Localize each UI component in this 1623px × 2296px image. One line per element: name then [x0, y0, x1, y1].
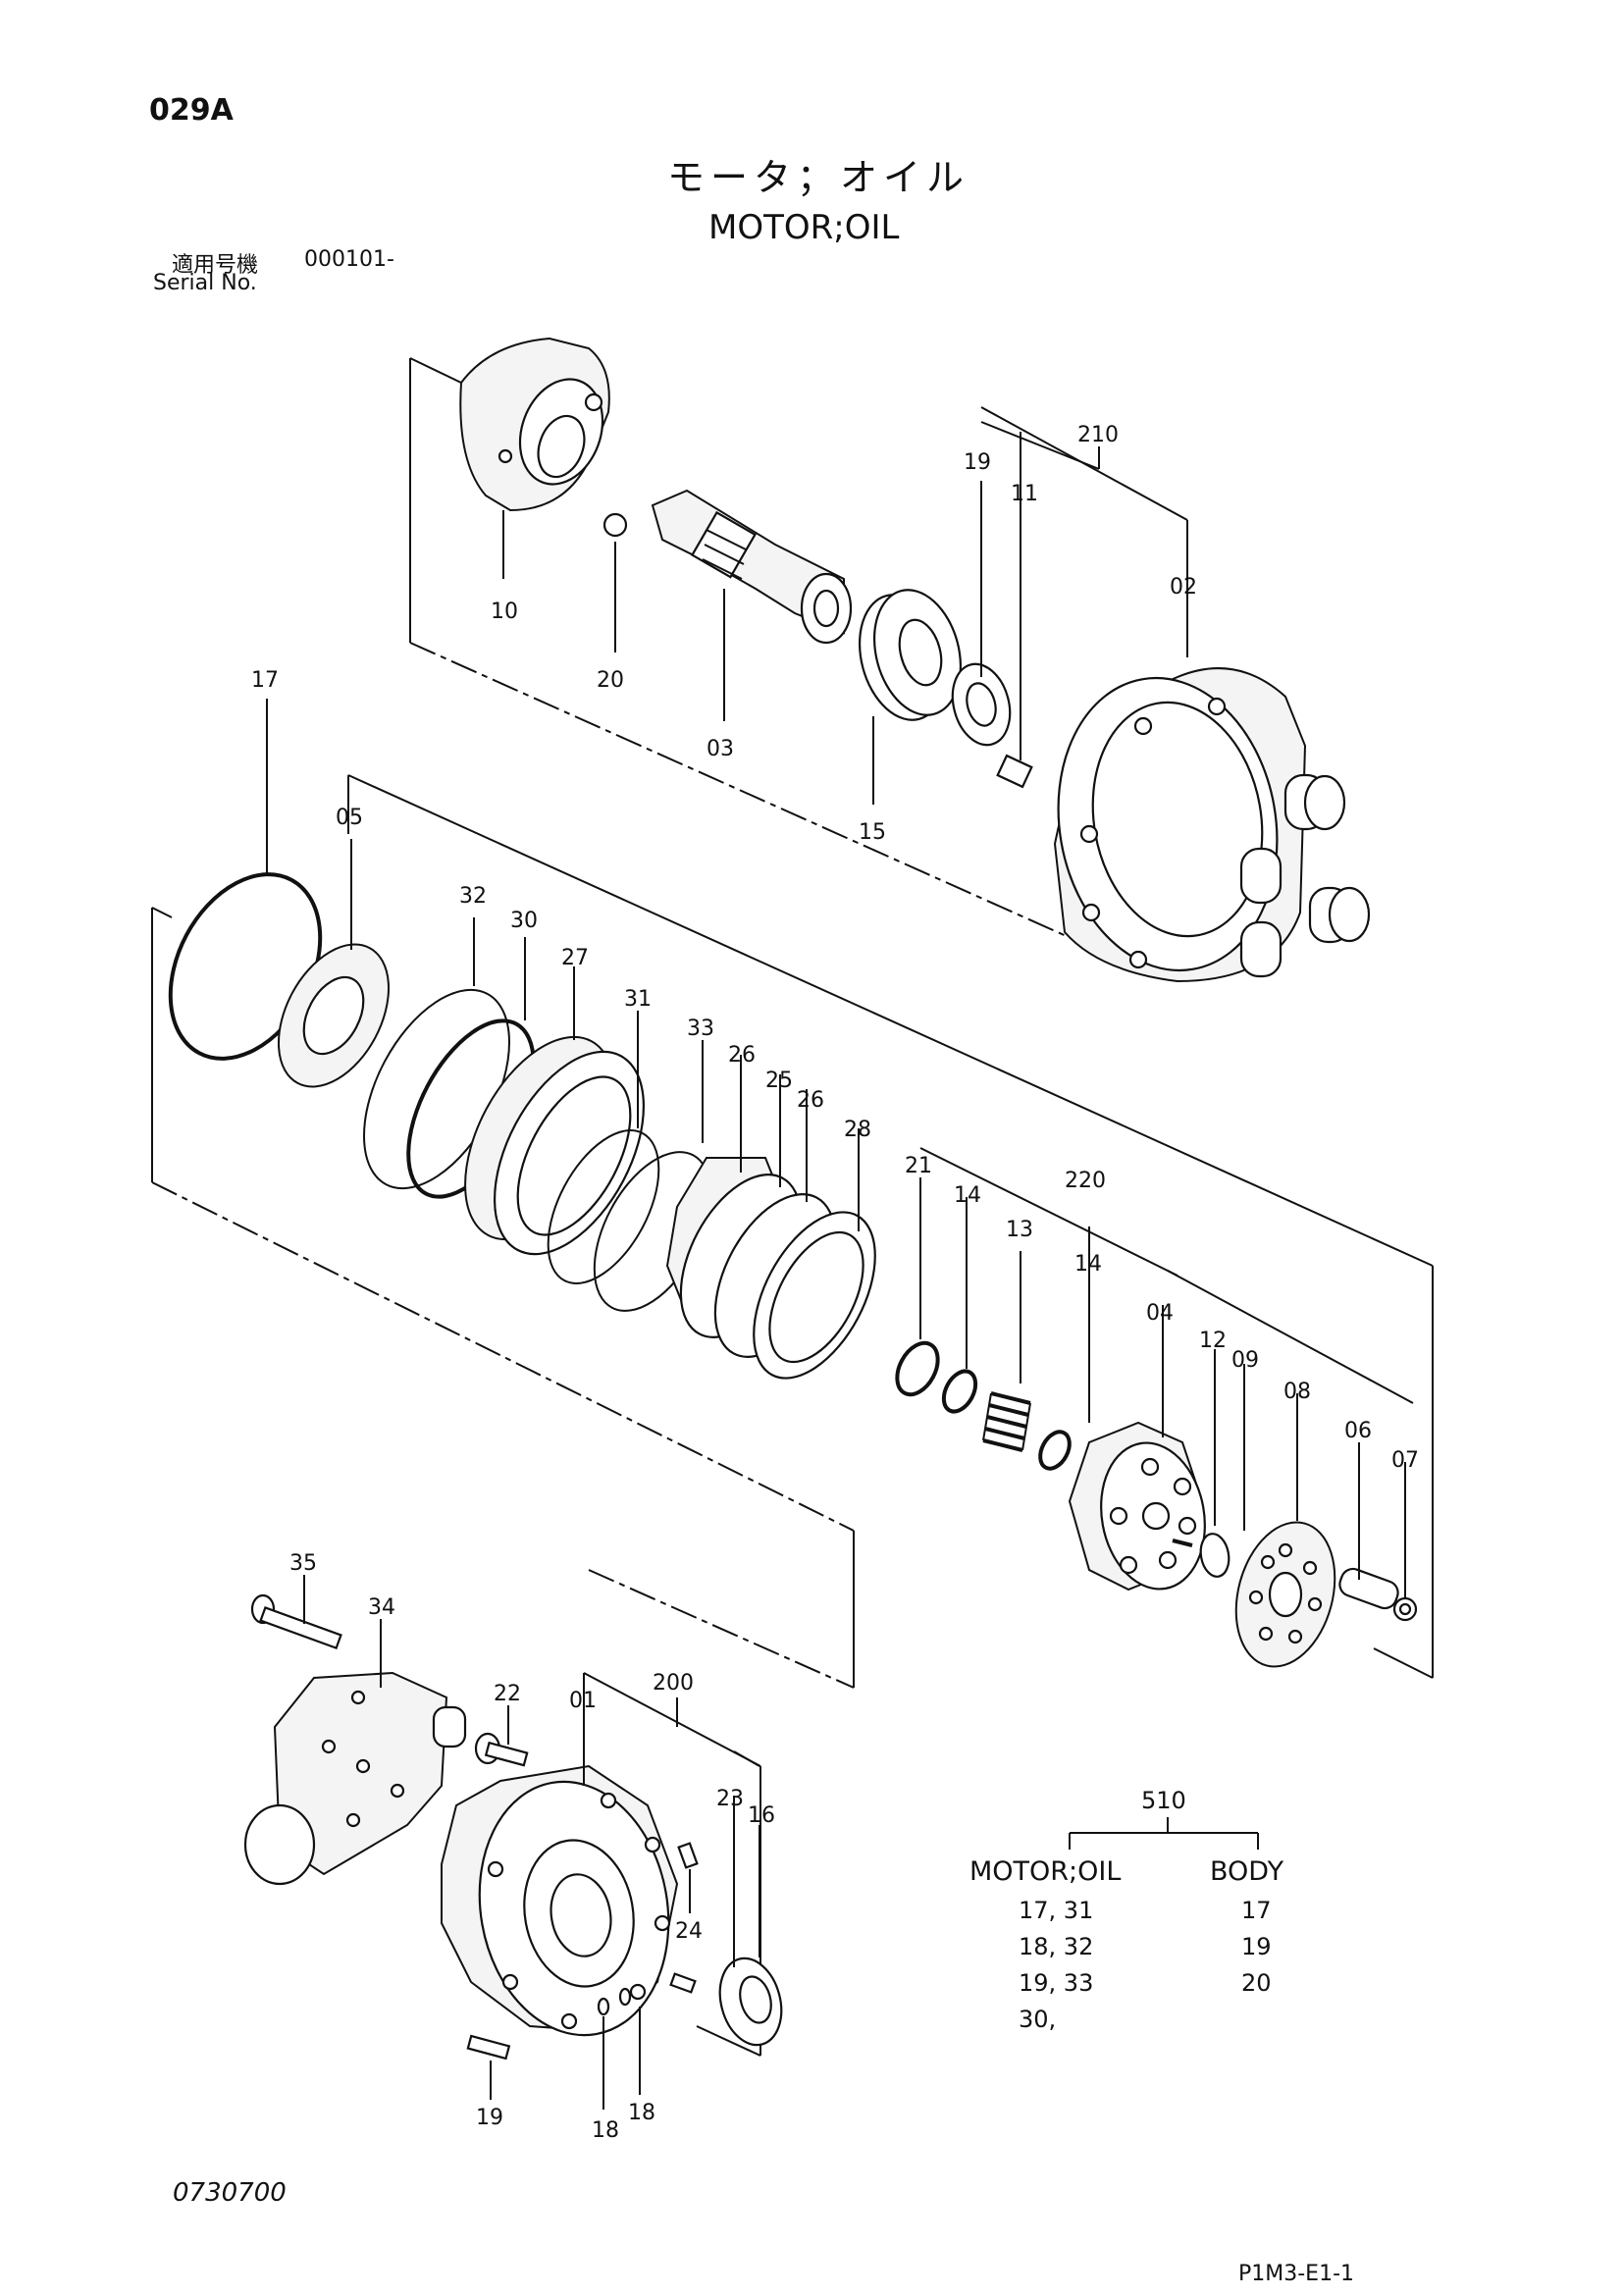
serial-label-japanese: 適用号機 — [172, 253, 259, 278]
serial-label-english: Serial No. — [153, 271, 257, 295]
part-18-o-ring-a — [597, 1997, 610, 2016]
kit-motor-oil-row-4: 30, — [1019, 2006, 1056, 2033]
part-01-cover — [441, 1764, 679, 2037]
callout-04: 04 — [1146, 1301, 1174, 1326]
serial-number-value: 000101- — [304, 247, 394, 272]
callout-08: 08 — [1283, 1380, 1311, 1404]
callout-16: 16 — [748, 1803, 775, 1828]
callout-13: 13 — [1006, 1218, 1033, 1242]
part-14-washer-b — [1038, 1430, 1072, 1471]
title-japanese: モータ；オイル — [667, 156, 970, 199]
document-number: 0730700 — [173, 2178, 287, 2208]
kit-group-number: 510 — [1141, 1787, 1186, 1814]
callout-21: 21 — [905, 1154, 932, 1178]
part-21-snap-ring — [895, 1340, 940, 1397]
callout-19-lower: 19 — [476, 2106, 503, 2130]
callout-11: 11 — [1011, 482, 1038, 506]
kit-motor-oil-row-2: 18, 32 — [1019, 1933, 1093, 1960]
part-23-pin — [669, 1972, 697, 1994]
callout-06: 06 — [1344, 1419, 1372, 1443]
part-02-casing — [1053, 667, 1371, 983]
kit-motor-oil-row-1: 17, 31 — [1019, 1897, 1093, 1924]
callout-18-b: 18 — [628, 2101, 655, 2125]
callout-20: 20 — [597, 668, 624, 693]
callout-03: 03 — [707, 737, 734, 761]
kit-table: 510 MOTOR;OIL BODY 17, 31 18, 32 19, 33 … — [969, 1787, 1284, 2033]
part-03-shaft — [651, 489, 853, 645]
part-12-pin — [1172, 1539, 1193, 1547]
callout-35: 35 — [289, 1551, 317, 1576]
part-19-screw-lower — [466, 2034, 511, 2061]
callout-32: 32 — [459, 884, 487, 909]
callout-31: 31 — [624, 987, 652, 1012]
callout-09: 09 — [1231, 1348, 1259, 1373]
kit-motor-oil-row-3: 19, 33 — [1019, 1969, 1093, 1997]
callout-14-a: 14 — [954, 1183, 981, 1208]
callout-33: 33 — [687, 1017, 714, 1041]
callout-24: 24 — [675, 1919, 703, 1944]
callout-17: 17 — [251, 668, 279, 693]
group-220-outline — [151, 774, 1434, 1679]
part-08-retainer-plate — [1234, 1521, 1336, 1668]
part-27-brake-piston — [464, 1035, 646, 1256]
kit-body-row-3: 20 — [1241, 1969, 1272, 1997]
page-code: 029A — [149, 93, 234, 128]
callout-220: 220 — [1065, 1169, 1106, 1193]
callout-210: 210 — [1077, 423, 1119, 447]
callout-01: 01 — [569, 1689, 597, 1713]
callout-02: 02 — [1170, 575, 1197, 600]
part-22-screw — [474, 1732, 529, 1767]
part-06-piston — [1338, 1567, 1399, 1610]
part-09-ball-guide — [1199, 1533, 1230, 1578]
kit-body-row-2: 19 — [1241, 1933, 1272, 1960]
callout-19-upper: 19 — [964, 450, 991, 475]
callout-12: 12 — [1199, 1329, 1227, 1353]
callout-18-a: 18 — [592, 2118, 619, 2143]
part-31-ring — [547, 1129, 660, 1284]
part-10-disc — [459, 337, 610, 512]
callout-23: 23 — [716, 1787, 744, 1811]
kit-header-body: BODY — [1210, 1856, 1284, 1887]
callout-34: 34 — [368, 1595, 395, 1620]
callout-22: 22 — [494, 1682, 521, 1706]
part-16-bearing — [718, 1957, 783, 2047]
callout-200: 200 — [653, 1671, 694, 1696]
callout-10: 10 — [491, 600, 518, 624]
part-14-washer-a — [941, 1369, 978, 1414]
part-13-spring — [982, 1391, 1031, 1452]
part-05-valve-plate — [277, 943, 391, 1088]
part-15-bearing — [858, 589, 963, 721]
title-english: MOTOR;OIL — [708, 208, 900, 247]
callout-07: 07 — [1391, 1448, 1419, 1473]
callout-15: 15 — [859, 820, 886, 845]
part-34-valve-block — [243, 1671, 467, 1886]
sheet-id: P1M3-E1-1 — [1238, 2262, 1355, 2286]
part-18-o-ring-b — [618, 1987, 632, 2007]
callout-05: 05 — [336, 806, 363, 830]
callout-25: 25 — [765, 1069, 793, 1093]
callout-14-b: 14 — [1074, 1252, 1102, 1277]
part-20-ball — [602, 512, 628, 538]
part-04-cylinder-block — [1068, 1421, 1206, 1592]
part-19-oil-seal — [951, 662, 1012, 747]
callout-30: 30 — [510, 909, 538, 933]
part-35-bolt — [250, 1593, 342, 1650]
part-24-pin — [677, 1842, 699, 1869]
callout-26-b: 26 — [797, 1088, 824, 1113]
callout-28: 28 — [844, 1118, 871, 1142]
part-07-shoe — [1392, 1596, 1418, 1622]
callout-26-a: 26 — [728, 1043, 756, 1068]
kit-header-motor-oil: MOTOR;OIL — [969, 1856, 1121, 1887]
kit-body-row-1: 17 — [1241, 1897, 1272, 1924]
callout-27: 27 — [561, 946, 589, 970]
part-11-plug — [996, 754, 1033, 789]
